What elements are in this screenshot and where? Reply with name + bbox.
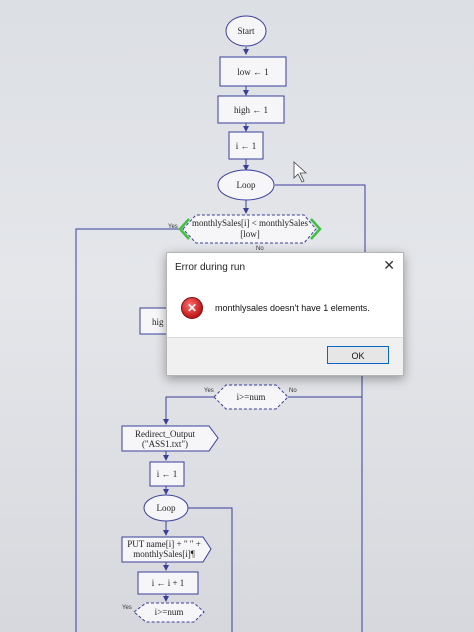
assign-i-box-2: i ← 1 [149,461,185,487]
put-output-box: PUT name[i] + " " + monthlySales[i]¶ [121,536,212,563]
dialog-footer: OK [167,337,403,374]
svg-text:hig: hig [152,317,164,327]
redirect-output-box: Redirect_Output ("ASS1.txt") [121,425,219,452]
green-right-arrow-icon [310,218,322,240]
error-icon: ✕ [181,297,203,319]
assign-low-box: low ← 1 [219,56,287,87]
svg-text:monthlySales[i]¶: monthlySales[i]¶ [133,549,195,559]
loop-terminal-2: Loop [143,494,189,522]
start-terminal: Start [225,15,267,47]
svg-text:i ← 1: i ← 1 [157,469,178,479]
decision-monthly-sales: monthlySales[i] < monthlySales [low] Yes… [168,214,322,252]
decision-i-num-2: i>=num Yes [122,602,205,623]
mouse-cursor-icon [293,161,308,183]
svg-text:Start: Start [238,26,255,36]
svg-text:i ← 1: i ← 1 [236,141,257,151]
error-dialog: Error during run ✕ ✕ monthlysales doesn'… [166,252,404,376]
svg-text:high ← 1: high ← 1 [234,105,268,115]
svg-text:("ASS1.txt"): ("ASS1.txt") [142,439,188,449]
svg-text:No: No [289,388,297,394]
assign-i-box: i ← 1 [228,131,264,160]
increment-i-box: i ← i + 1 [137,571,199,595]
assign-high-box: high ← 1 [217,95,285,124]
svg-text:No: No [256,246,264,252]
svg-text:i>=num: i>=num [237,392,266,402]
svg-text:Yes: Yes [122,605,132,611]
error-message: monthlysales doesn't have 1 elements. [215,303,370,313]
svg-text:i ← i + 1: i ← i + 1 [152,578,185,588]
svg-text:Yes: Yes [204,388,214,394]
dialog-title: Error during run [175,262,246,273]
svg-text:monthlySales[i] < monthlySales: monthlySales[i] < monthlySales [192,218,309,228]
close-icon[interactable]: ✕ [383,257,395,273]
svg-text:[low]: [low] [240,229,260,239]
svg-text:i>=num: i>=num [155,607,184,617]
decision-i-num: i>=num Yes No [204,384,297,410]
ok-button[interactable]: OK [327,346,389,364]
dialog-titlebar: Error during run ✕ [167,253,403,279]
svg-text:Loop: Loop [237,180,256,190]
svg-text:PUT name[i] + " " +: PUT name[i] + " " + [127,539,201,549]
svg-text:low ← 1: low ← 1 [237,67,269,77]
loop-terminal: Loop [217,169,275,201]
dialog-body: ✕ monthlysales doesn't have 1 elements. [167,279,403,337]
green-left-arrow-icon [178,218,190,240]
svg-text:Loop: Loop [157,503,176,513]
svg-text:Redirect_Output: Redirect_Output [135,429,195,439]
svg-text:Yes: Yes [168,224,178,230]
